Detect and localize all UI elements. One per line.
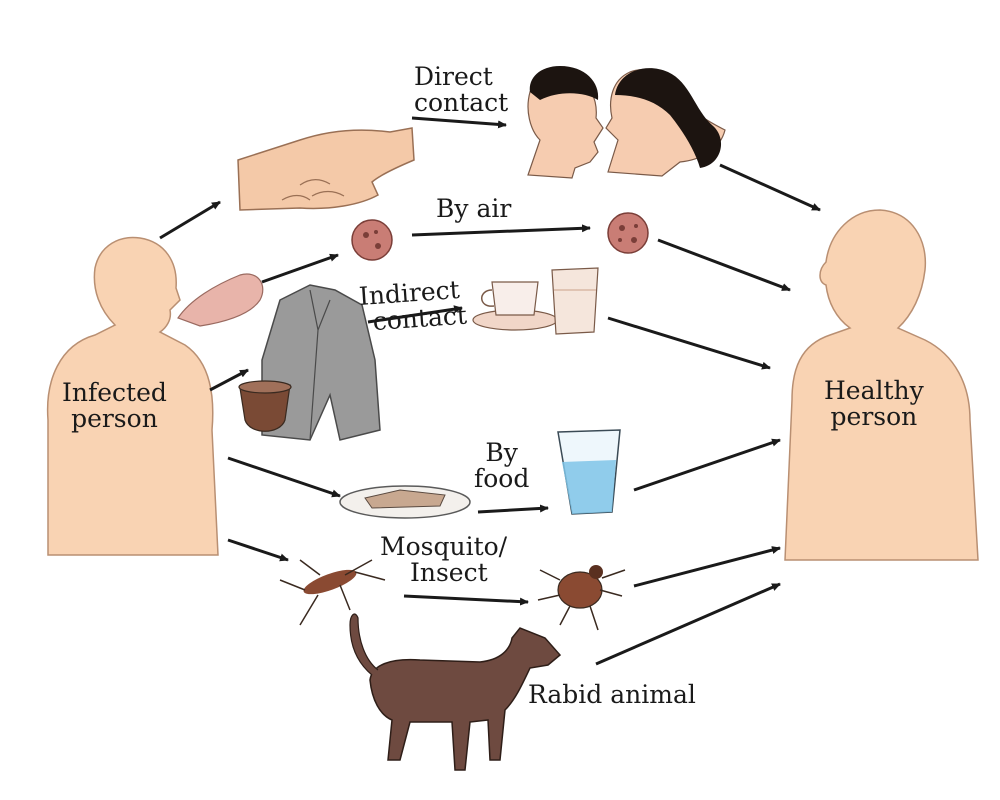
coat-image [261,284,381,441]
mosquito-insect-label-line1: Mosquito/ [380,532,508,561]
infected-person-label-line2: person [71,404,158,434]
arrow-indirect-contact [367,305,463,324]
direct-contact-label-line1: Direct [414,62,493,91]
mosquito-image [279,559,386,626]
arrow-indirect-to-healthy [607,316,771,370]
kissing-couple-image [527,66,726,179]
mosquito-insect-label-line2: Insect [410,558,488,588]
handshake-image [237,127,415,211]
arrow-food-to-healthy [633,438,781,492]
bowl-image [238,380,292,432]
plate-image [339,485,471,519]
arrows-group [159,116,821,666]
cough-puff-image [177,273,264,327]
indirect-contact-label: Indirect contact [358,275,468,337]
infected-person-figure [46,236,219,556]
arrow-air-to-healthy [657,238,791,292]
cup-and-glass-image [472,267,599,335]
arrow-direct-contact [411,116,507,129]
arrow-infected-to-indirect [209,368,249,392]
microbe-left-image [351,219,393,261]
arrow-infected-to-food [227,456,341,498]
arrow-infected-to-air [261,253,339,284]
arrow-direct-to-healthy [719,163,821,212]
healthy-person-label-line1: Healthy [824,376,924,405]
healthy-person-figure [784,209,979,561]
by-food-label: By food [474,438,530,494]
healthy-person-label-line2: person [830,402,918,432]
arrow-mosquito-insect [403,594,529,606]
infected-person-label: Infected person [62,378,167,434]
direct-contact-label-line2: contact [414,88,509,118]
infected-person-label-line1: Infected [62,378,167,407]
arrow-by-food [477,504,549,514]
healthy-person-label: Healthy person [824,376,924,432]
by-food-label-line2: food [474,464,530,494]
mosquito-insect-label: Mosquito/ Insect [380,532,508,588]
microbe-right-image [607,212,649,254]
arrow-by-air [411,224,591,237]
rabid-dog-image [349,613,562,771]
tick-insect-image [537,565,626,631]
rabid-animal-label: Rabid animal [528,680,696,709]
water-glass-image [557,429,621,515]
by-air-label: By air [436,194,512,223]
arrow-infected-to-insect [227,538,289,562]
arrow-animal-to-healthy [595,582,781,666]
arrow-insect-to-healthy [633,546,781,588]
direct-contact-label: Direct contact [414,62,509,118]
by-food-label-line1: By [485,438,518,467]
arrow-infected-to-direct [159,200,221,240]
